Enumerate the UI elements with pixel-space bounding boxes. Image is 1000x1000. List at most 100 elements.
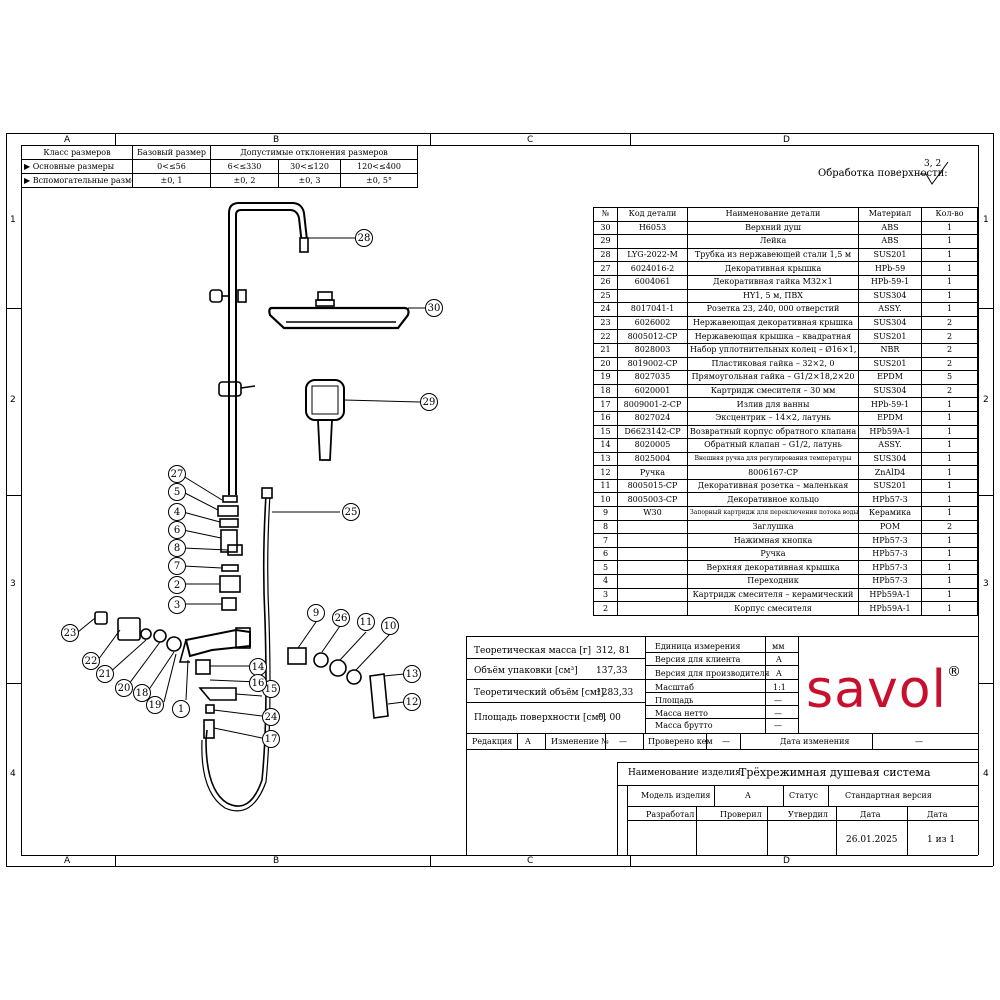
parts-cell: 1 <box>921 601 978 616</box>
approved-by-label: Утвердил <box>788 810 828 819</box>
tolerance-cell: ▶ Вспомогательные размеры <box>21 173 133 188</box>
theoretical-volume-value: 1283,33 <box>596 688 634 698</box>
date-label: Дата <box>860 810 881 819</box>
frame-top-outer <box>6 133 993 134</box>
tolerance-table: Класс размеров Базовый размер Допустимые… <box>21 145 418 188</box>
callout-balloon-6: 6 <box>168 521 186 539</box>
callout-balloon-22: 22 <box>82 652 100 670</box>
callout-balloon-8: 8 <box>168 539 186 557</box>
callout-balloon-2: 2 <box>168 576 186 594</box>
package-volume-value: 137,33 <box>596 666 628 676</box>
callout-balloon-9: 9 <box>307 604 325 622</box>
net-mass-value: — <box>774 709 782 718</box>
status-value: Стандартная версия <box>845 791 932 800</box>
status-label: Статус <box>789 791 818 800</box>
row-label: 3 <box>10 579 16 589</box>
date-value: 26.01.2025 <box>846 835 898 845</box>
developed-by-label: Разработал <box>646 810 695 819</box>
maker-version-label: Версия для производителя <box>655 669 770 678</box>
row-label: 1 <box>10 215 16 225</box>
zone-label: C <box>527 135 534 145</box>
scale-label: Масштаб <box>655 683 694 692</box>
model-label: Модель изделия <box>641 791 711 800</box>
gross-mass-value: — <box>774 721 782 730</box>
checked-by-title-label: Проверил <box>720 810 762 819</box>
registered-mark: ® <box>947 664 962 680</box>
callout-balloon-23: 23 <box>61 624 79 642</box>
package-volume-label: Объём упаковки [см³] <box>474 666 578 676</box>
zone-label: B <box>273 856 280 866</box>
roughness-symbol-icon <box>920 162 949 185</box>
callout-balloon-20: 20 <box>115 679 133 697</box>
brand-logo: savol® <box>806 660 962 720</box>
zone-label: A <box>64 856 71 866</box>
maker-version-value: A <box>776 669 782 678</box>
frame-right-inner <box>978 145 979 855</box>
callout-balloon-10: 10 <box>381 617 399 635</box>
gross-mass-label: Масса брутто <box>655 721 713 730</box>
callout-balloon-13: 13 <box>403 665 421 683</box>
change-value: — <box>619 737 627 746</box>
product-label: Наименование изделия: <box>628 768 744 778</box>
change-date-label: Дата изменения <box>780 737 850 746</box>
frame-bottom-outer <box>6 866 993 867</box>
checked-by-label: Проверено кем <box>648 737 713 746</box>
frame-left-inner <box>21 145 22 855</box>
callout-balloon-7: 7 <box>168 557 186 575</box>
zone-label: A <box>64 135 71 145</box>
change-label: Изменение № <box>551 737 609 746</box>
net-mass-label: Масса нетто <box>655 709 708 718</box>
callout-balloon-30: 30 <box>425 299 443 317</box>
parts-cell: 1 <box>921 451 978 467</box>
callout-balloon-12: 12 <box>403 693 421 711</box>
frame-left-outer <box>6 133 7 866</box>
callout-balloon-25: 25 <box>342 503 360 521</box>
callout-balloon-3: 3 <box>168 596 186 614</box>
surface-treatment-label: Обработка поверхности: <box>818 168 948 179</box>
row-label: 4 <box>983 769 989 779</box>
scale-value: 1:1 <box>773 683 786 692</box>
callout-balloon-21: 21 <box>96 665 114 683</box>
edition-label: Редакция <box>472 737 513 746</box>
unit-label: Единица измерения <box>655 642 741 651</box>
product-name: Трёхрежимная душевая система <box>739 766 931 779</box>
tolerance-cell: ±0, 3 <box>278 173 341 188</box>
frame-bottom-inner <box>21 855 978 856</box>
callout-balloon-28: 28 <box>355 229 373 247</box>
callout-balloon-24: 24 <box>262 708 280 726</box>
area-value: — <box>774 696 782 705</box>
row-label: 2 <box>983 395 989 405</box>
client-version-value: A <box>776 655 782 664</box>
frame-right-outer <box>993 133 994 866</box>
parts-cell: HPb59A-1 <box>858 601 922 616</box>
row-label: 3 <box>983 579 989 589</box>
callout-balloon-29: 29 <box>420 393 438 411</box>
checked-by-value: — <box>722 737 730 746</box>
callout-balloon-1: 1 <box>172 700 190 718</box>
callout-balloon-4: 4 <box>168 503 186 521</box>
unit-value: мм <box>772 642 785 651</box>
callout-balloon-18: 18 <box>133 684 151 702</box>
row-label: 4 <box>10 769 16 779</box>
callout-balloon-5: 5 <box>168 483 186 501</box>
surface-treatment-value: 3, 2 <box>924 159 942 169</box>
row-label: 1 <box>983 215 989 225</box>
area-label: Площадь <box>655 696 694 705</box>
sheet-number: 1 из 1 <box>927 835 956 845</box>
